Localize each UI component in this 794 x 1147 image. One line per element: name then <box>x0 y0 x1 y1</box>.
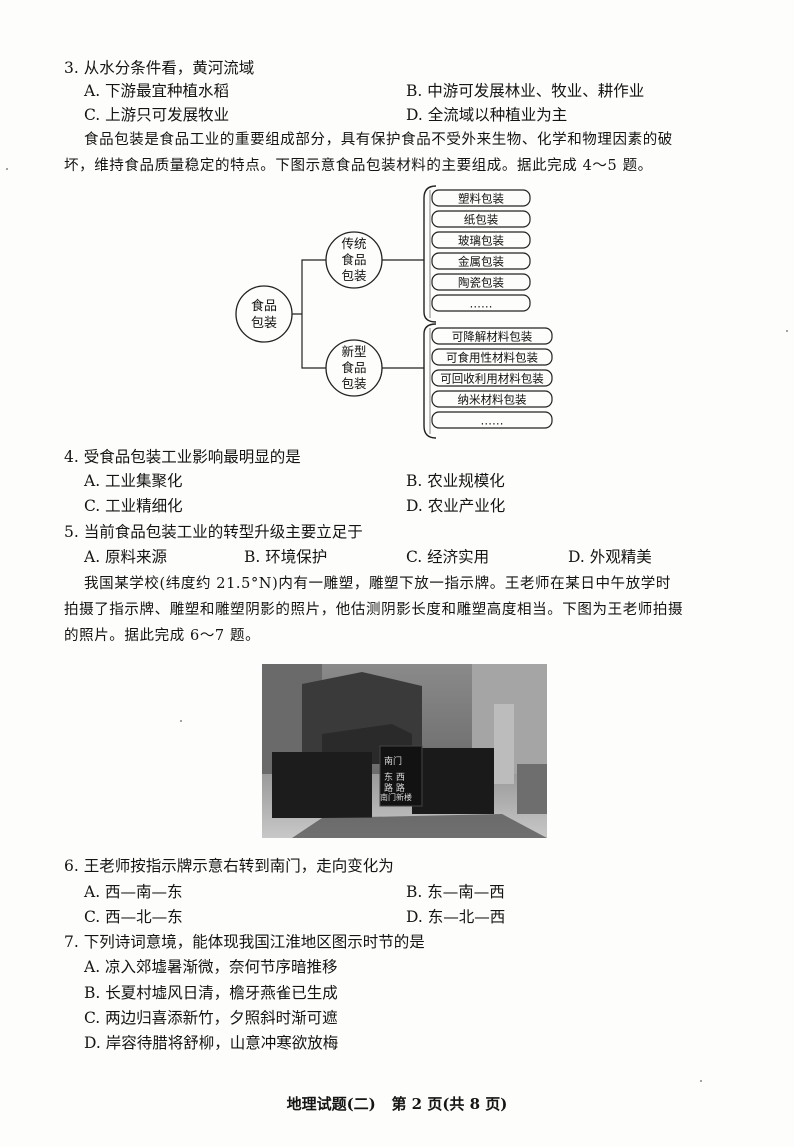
new-label-3: 包装 <box>341 376 366 391</box>
photo-scene <box>262 664 547 838</box>
root-node: 食品 包装 <box>235 285 293 343</box>
new-item-label: …… <box>481 414 504 428</box>
passage2-line3: 的照片。据此完成 6～7 题。 <box>64 628 261 644</box>
q6-option-c: C. 西—北—东 <box>84 908 183 926</box>
q3-stem: 3. 从水分条件看，黄河流域 <box>64 59 255 77</box>
traditional-item-box <box>431 231 531 249</box>
traditional-item-box <box>431 252 531 270</box>
q3-option-b: B. 中游可发展林业、牧业、耕作业 <box>406 82 645 100</box>
traditional-item-box <box>431 189 531 207</box>
q7-option-d: D. 岸容待腊将舒柳，山意冲寒欲放梅 <box>84 1034 339 1052</box>
q7-stem: 7. 下列诗词意境，能体现我国江淮地区图示时节的是 <box>64 933 425 951</box>
passage1-line2: 坏，维持食品质量稳定的特点。下图示意食品包装材料的主要组成。据此完成 4～5 题… <box>64 158 653 174</box>
sign-text-1: 南门 <box>384 757 403 767</box>
q6-option-d: D. 东—北—西 <box>406 908 506 926</box>
q5-option-d: D. 外观精美 <box>568 548 652 566</box>
new-label-2: 食品 <box>341 360 366 375</box>
new-item-box <box>431 390 553 408</box>
traditional-item-label: 陶瓷包装 <box>458 276 504 290</box>
new-label-1: 新型 <box>341 344 366 359</box>
root-label-1: 食品 <box>251 298 277 314</box>
new-item-label: 可回收利用材料包装 <box>440 372 544 386</box>
q7-option-c: C. 两边归喜添新竹，夕照斜时渐可遮 <box>84 1009 338 1027</box>
traditional-item-box <box>431 210 531 228</box>
q6-option-b: B. 东—南—西 <box>406 883 505 901</box>
sign-text-4: 南门新楼 <box>380 793 412 802</box>
passage1-line1: 食品包装是食品工业的重要组成部分，具有保护食品不受外来生物、化学和物理因素的破 <box>84 132 673 148</box>
q4-option-c: C. 工业精细化 <box>84 497 183 515</box>
new-item-box <box>431 348 553 366</box>
q5-option-c: C. 经济实用 <box>406 548 490 566</box>
traditional-item-label: 纸包装 <box>464 213 499 227</box>
traditional-item-box <box>431 273 531 291</box>
sign-text-3: 路 路 <box>384 784 405 794</box>
new-item-box <box>431 411 553 429</box>
traditional-item-label: …… <box>470 297 493 311</box>
new-node: 新型 食品 包装 <box>325 339 383 397</box>
page-footer: 地理试题(二) 第 2 页(共 8 页) <box>286 1095 508 1113</box>
food-packaging-diagram: 食品 包装 传统 食品 包装 新型 食品 包装 塑料包装纸包装玻璃包装金属包装陶… <box>235 185 553 439</box>
q3-option-d: D. 全流域以种植业为主 <box>406 106 568 124</box>
new-item-label: 可降解材料包装 <box>452 330 533 344</box>
traditional-label-2: 食品 <box>341 252 366 267</box>
q3-option-a: A. 下游最宜种植水稻 <box>84 82 230 100</box>
traditional-item-label: 塑料包装 <box>458 192 504 206</box>
q5-option-b: B. 环境保护 <box>244 548 328 566</box>
q4-option-a: A. 工业集聚化 <box>84 472 183 490</box>
q6-stem: 6. 王老师按指示牌示意右转到南门，走向变化为 <box>64 857 394 875</box>
q4-stem: 4. 受食品包装工业影响最明显的是 <box>64 448 301 466</box>
scan-speck <box>6 168 8 170</box>
new-item-box <box>431 327 553 345</box>
q5-stem: 5. 当前食品包装工业的转型升级主要立足于 <box>64 523 363 541</box>
q4-option-b: B. 农业规模化 <box>406 472 505 490</box>
q7-option-b: B. 长夏村墟风日清，檐牙燕雀已生成 <box>84 984 338 1002</box>
traditional-item-box <box>431 294 531 312</box>
sculpture-photo: 南门 东 西 路 路 南门新楼 <box>262 664 547 838</box>
new-item-label: 可食用性材料包装 <box>446 351 538 365</box>
traditional-label-3: 包装 <box>341 268 366 283</box>
traditional-label-1: 传统 <box>341 236 366 251</box>
traditional-node: 传统 食品 包装 <box>325 231 383 289</box>
q7-option-a: A. 凉入郊墟暑渐微，奈何节序暗推移 <box>84 958 338 976</box>
traditional-item-label: 金属包装 <box>458 255 504 269</box>
new-item-box <box>431 369 553 387</box>
scan-speck <box>700 1080 702 1082</box>
new-item-label: 纳米材料包装 <box>458 393 527 407</box>
sign-text-2: 东 西 <box>384 773 405 783</box>
q3-option-c: C. 上游只可发展牧业 <box>84 106 230 124</box>
q5-option-a: A. 原料来源 <box>84 548 168 566</box>
q6-option-a: A. 西—南—东 <box>84 883 183 901</box>
passage2-line2: 拍摄了指示牌、雕塑和雕塑阴影的照片，他估测阴影长度和雕塑高度相当。下图为王老师拍… <box>64 602 684 618</box>
root-label-2: 包装 <box>251 316 277 331</box>
passage2-line1: 我国某学校(纬度约 21.5°N)内有一雕塑，雕塑下放一指示牌。王老师在某日中午… <box>84 576 671 592</box>
traditional-item-label: 玻璃包装 <box>458 234 504 248</box>
scan-speck <box>180 720 182 722</box>
q4-option-d: D. 农业产业化 <box>406 497 506 515</box>
scan-speck <box>786 330 788 332</box>
